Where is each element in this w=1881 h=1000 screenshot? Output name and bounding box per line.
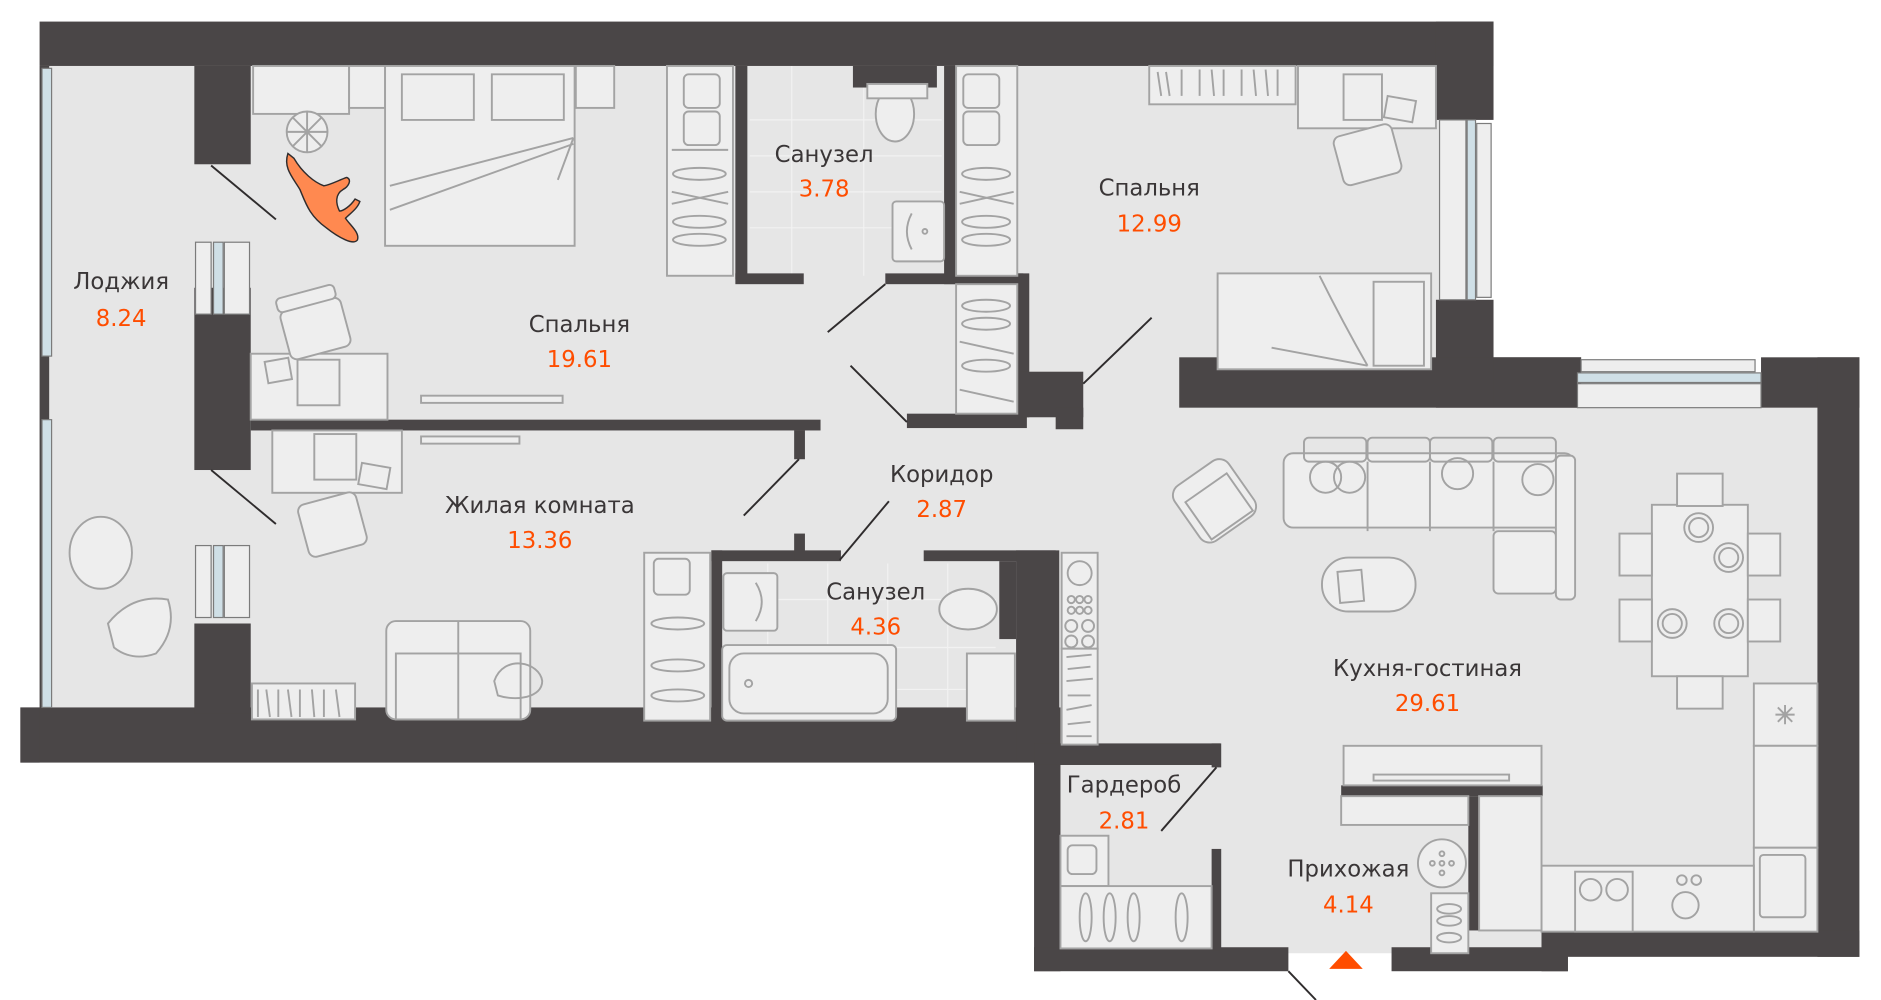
- room-name-bedroom-2: Спальня: [1099, 175, 1200, 201]
- washing-machine: [965, 652, 1016, 722]
- room-area-bedroom-2: 12.99: [1117, 211, 1182, 237]
- room-area-living-room: 13.36: [507, 528, 572, 554]
- entrance-arrow-icon: [1329, 950, 1363, 969]
- rug: [1416, 838, 1467, 889]
- corner-sofa: [1282, 452, 1575, 529]
- tv: [1372, 773, 1511, 782]
- tv: [420, 435, 521, 445]
- doors: [210, 164, 1317, 1000]
- room-area-wardrobe: 2.81: [1099, 809, 1150, 835]
- room-area-kitchen-living: 29.61: [1395, 691, 1460, 717]
- room-name-wardrobe: Гардероб: [1067, 773, 1181, 799]
- room-area-bathroom-1: 3.78: [799, 177, 850, 203]
- office-chair: [297, 491, 368, 558]
- room-labels: Лоджия 8.24 Спальня 19.61 Санузел 3.78 С…: [73, 142, 1522, 919]
- kitchen-living-furniture: [1060, 436, 1819, 933]
- bathtub: [721, 644, 898, 722]
- chair: [1618, 532, 1653, 577]
- walls: [20, 21, 1860, 972]
- bathroom-2-fixtures: [721, 572, 1016, 722]
- chair: [1746, 598, 1782, 643]
- coffee-table: [1321, 556, 1417, 613]
- double-bed: [384, 64, 576, 247]
- dining-table: [1650, 503, 1749, 678]
- room-name-bedroom-1: Спальня: [529, 312, 630, 338]
- room-name-kitchen-living: Кухня-гостиная: [1333, 656, 1522, 682]
- room-name-hallway: Прихожая: [1287, 857, 1409, 883]
- windows: [41, 67, 1762, 709]
- wardrobe-left-of-bath1: [666, 64, 734, 277]
- wardrobe-corridor: [955, 283, 1019, 415]
- tv: [420, 394, 564, 404]
- armchair: [1171, 458, 1258, 544]
- single-bed: [1216, 272, 1433, 371]
- room-area-corridor: 2.87: [916, 497, 967, 523]
- round-table: [68, 515, 133, 590]
- chair: [1746, 532, 1782, 577]
- sink: [722, 572, 779, 632]
- room-area-loggia: 8.24: [96, 306, 147, 332]
- bathroom-1-fixtures: [866, 82, 946, 263]
- room-name-corridor: Коридор: [890, 462, 993, 488]
- cat-icon: [286, 152, 361, 243]
- room-name-bathroom-2: Санузел: [826, 580, 925, 606]
- wardrobe-hallway-furniture: [1059, 834, 1470, 955]
- wardrobe-right-of-bath1: [955, 64, 1019, 277]
- room-name-living-room: Жилая комната: [445, 493, 635, 519]
- bedroom-1-furniture: [249, 64, 616, 421]
- kitchen-sink: [1752, 846, 1819, 933]
- room-name-bathroom-1: Санузел: [775, 142, 874, 168]
- room-name-loggia: Лоджия: [73, 269, 169, 295]
- toilet: [938, 587, 998, 631]
- room-area-bedroom-1: 19.61: [547, 347, 612, 373]
- sink: [891, 200, 946, 263]
- desk: [271, 429, 403, 494]
- room-area-hallway: 4.14: [1323, 892, 1374, 918]
- living-room-furniture: [250, 429, 712, 722]
- chair: [106, 597, 172, 658]
- loggia-furniture: [68, 515, 172, 658]
- counter: [1540, 864, 1755, 933]
- bookshelf: [1148, 64, 1297, 106]
- chair: [1676, 472, 1724, 507]
- bedroom-2-furniture: [1148, 64, 1437, 371]
- desk: [249, 352, 389, 421]
- counter: [1752, 744, 1819, 849]
- shoe-rack: [1430, 892, 1470, 955]
- closet: [1478, 795, 1543, 932]
- chair: [1618, 598, 1653, 643]
- office-chair: [1332, 123, 1403, 187]
- room-area-bathroom-2: 4.36: [850, 614, 901, 640]
- chair: [1676, 675, 1724, 710]
- bookshelf: [1060, 647, 1099, 746]
